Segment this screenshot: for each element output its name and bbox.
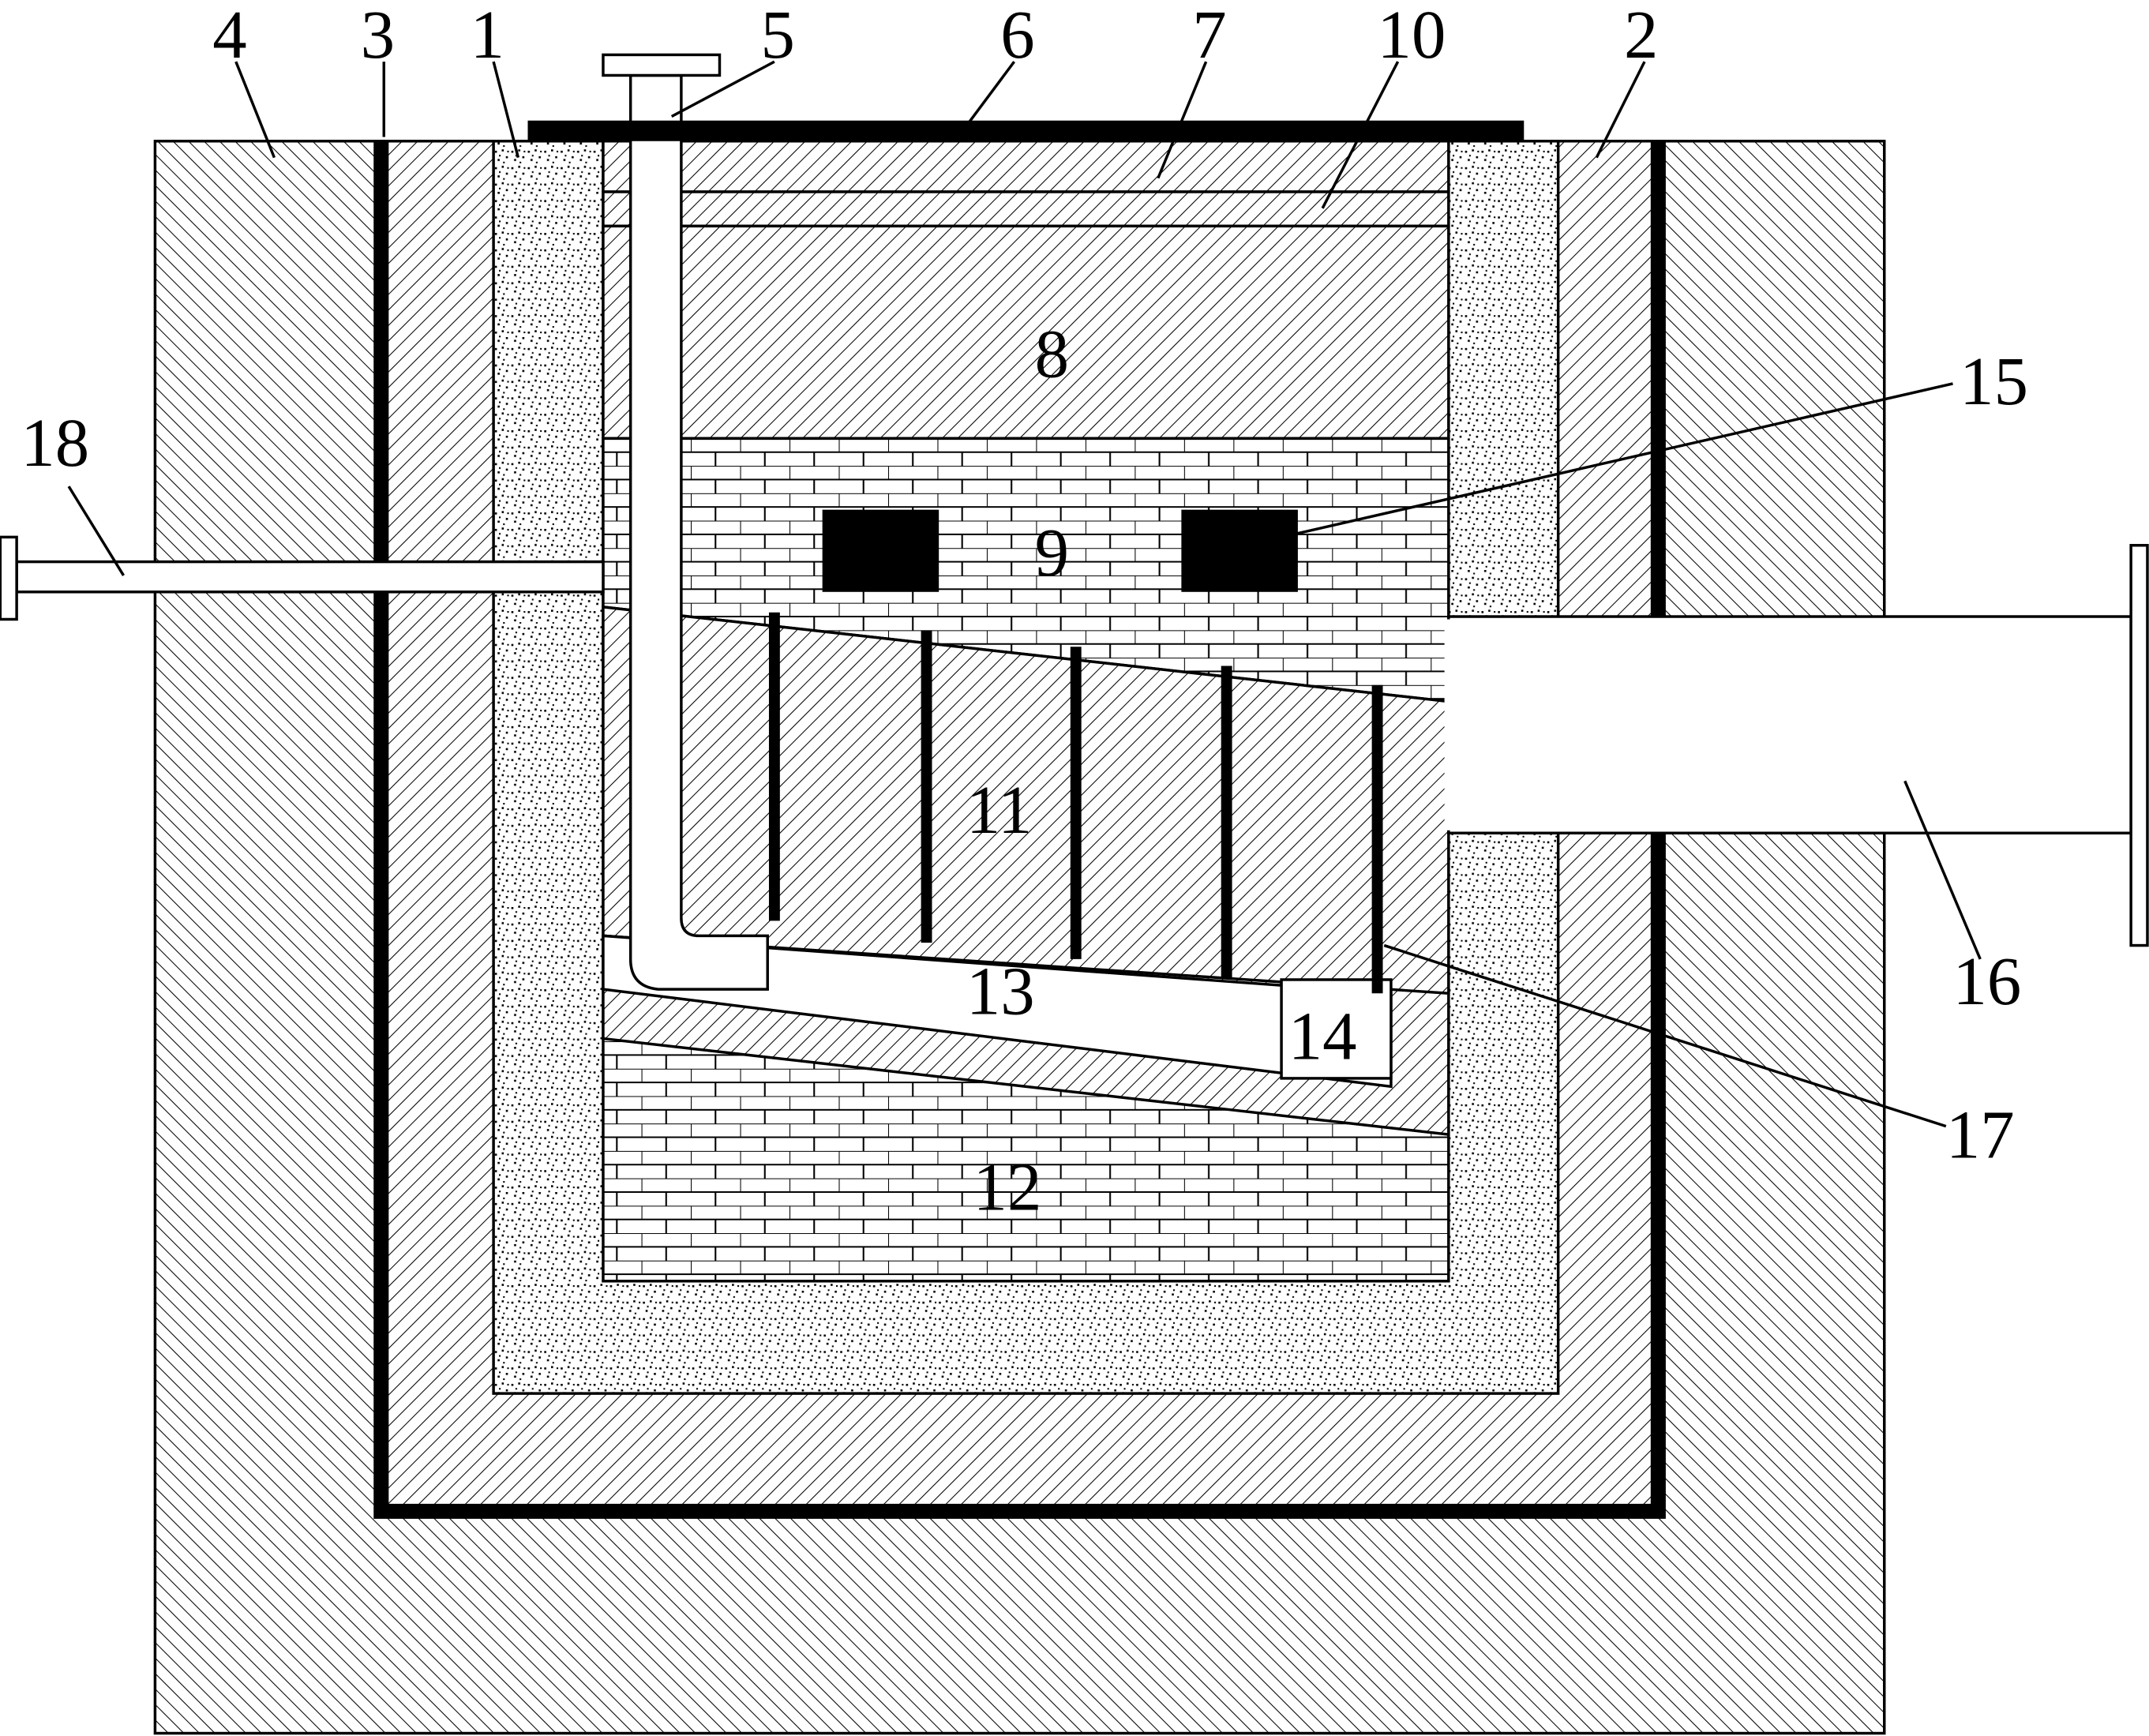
label-18: 18 (21, 405, 89, 481)
top-plate-6 (527, 120, 1525, 141)
layer-10 (602, 190, 1450, 228)
label-15: 15 (1960, 343, 2028, 419)
label-5: 5 (761, 0, 795, 73)
label-2: 2 (1624, 0, 1658, 73)
label-17: 17 (1946, 1097, 2015, 1173)
pipe-18-flange (0, 535, 18, 621)
label-14: 14 (1288, 999, 1357, 1074)
pipe-18 (15, 560, 605, 594)
outlet-16-flange (2129, 544, 2149, 947)
channel-13 (602, 934, 1393, 1089)
label-13: 13 (966, 953, 1035, 1029)
label-9: 9 (1035, 515, 1069, 591)
block-15-left (822, 509, 939, 592)
label-12: 12 (973, 1149, 1042, 1225)
outlet-16 (1447, 615, 2132, 834)
leader-lines (67, 60, 1982, 1128)
label-16: 16 (1953, 943, 2022, 1019)
label-6: 6 (1000, 0, 1034, 73)
label-1: 1 (471, 0, 504, 73)
rods-17 (768, 612, 1383, 994)
cover-7 (602, 140, 1450, 193)
label-7: 7 (1192, 0, 1226, 73)
box-14 (1280, 978, 1393, 1080)
pipe-5-cap (602, 53, 722, 77)
label-11: 11 (966, 772, 1033, 848)
block-8 (602, 224, 1450, 441)
block-15-right (1181, 509, 1298, 592)
pipe-5 (628, 73, 769, 991)
label-3: 3 (361, 0, 395, 73)
steel-shell-3 (373, 141, 1666, 1519)
label-4: 4 (212, 0, 246, 73)
label-10: 10 (1378, 0, 1446, 73)
label-8: 8 (1035, 316, 1069, 392)
